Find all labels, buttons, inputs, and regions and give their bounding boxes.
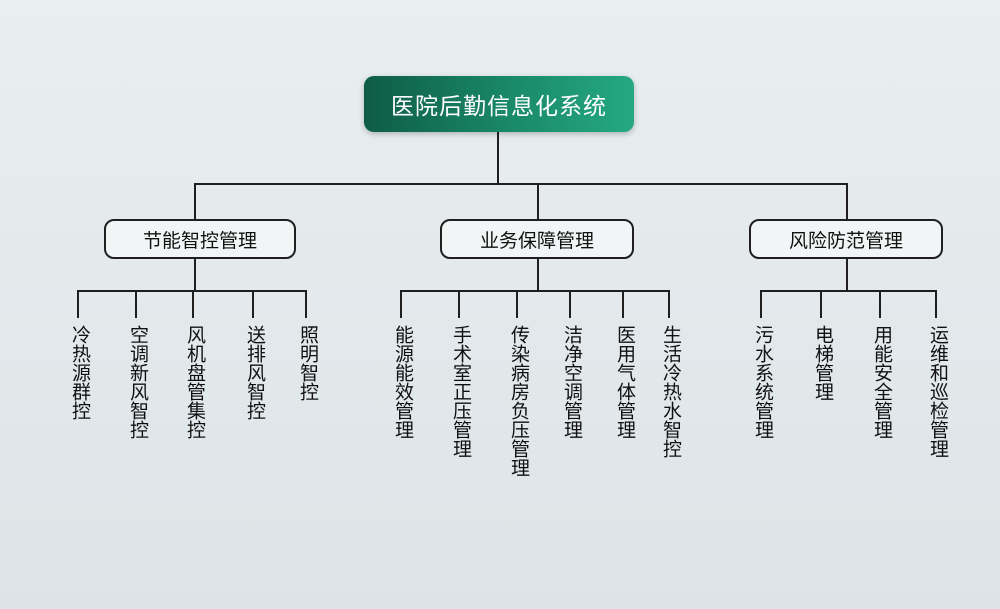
leaf-node: 生活冷热水智控 <box>660 325 682 458</box>
leaf-node: 送排风智控 <box>244 325 266 420</box>
leaf-node: 空调新风智控 <box>127 325 149 439</box>
branch-node-energy: 节能智控管理 <box>104 219 296 259</box>
branch-node-service: 业务保障管理 <box>440 219 634 259</box>
leaf-node: 医用气体管理 <box>614 325 636 439</box>
leaf-node: 电梯管理 <box>812 325 834 401</box>
leaf-node: 污水系统管理 <box>752 325 774 439</box>
branch-node-risk: 风险防范管理 <box>749 219 943 259</box>
leaf-node: 冷热源群控 <box>69 325 91 420</box>
root-node-title: 医院后勤信息化系统 <box>364 76 634 132</box>
leaf-node: 手术室正压管理 <box>450 325 472 458</box>
leaf-node: 运维和巡检管理 <box>927 325 949 458</box>
leaf-node: 传染病房负压管理 <box>508 325 530 477</box>
leaf-node: 能源能效管理 <box>392 325 414 439</box>
leaf-node: 用能安全管理 <box>871 325 893 439</box>
leaf-node: 风机盘管集控 <box>184 325 206 439</box>
leaf-node: 照明智控 <box>297 325 319 401</box>
leaf-node: 洁净空调管理 <box>561 325 583 439</box>
